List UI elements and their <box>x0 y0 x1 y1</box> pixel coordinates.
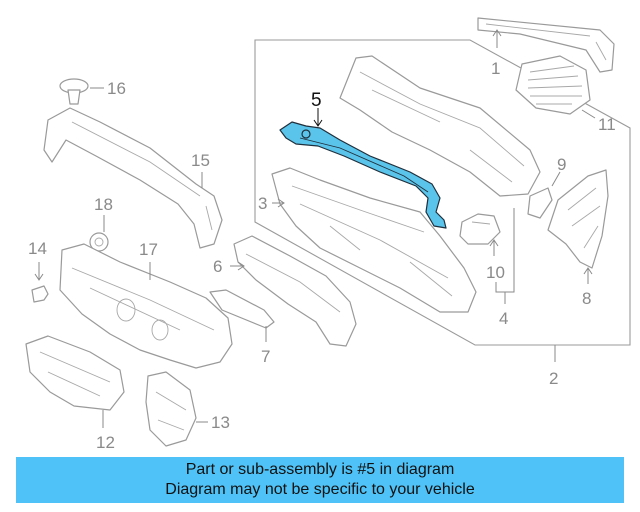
part-8[interactable] <box>547 169 609 269</box>
part-15[interactable] <box>43 107 223 249</box>
callout-12: 12 <box>96 433 115 452</box>
part-1[interactable] <box>477 17 615 73</box>
part-16[interactable] <box>59 78 89 105</box>
info-banner: Part or sub-assembly is #5 in diagram Di… <box>16 457 624 503</box>
callout-4: 4 <box>499 309 508 328</box>
part-14[interactable] <box>31 285 49 303</box>
banner-line-part-number: Part or sub-assembly is #5 in diagram <box>185 461 455 478</box>
part-6[interactable] <box>233 235 357 347</box>
callout-9: 9 <box>557 155 566 174</box>
callout-1: 1 <box>491 59 500 78</box>
callout-2: 2 <box>549 369 558 388</box>
callout-5: 5 <box>311 90 322 111</box>
banner-line-disclaimer: Diagram may not be specific to your vehi… <box>165 481 475 498</box>
part-9[interactable] <box>527 187 553 219</box>
callout-17: 17 <box>139 240 158 259</box>
callout-18: 18 <box>94 195 113 214</box>
callout-8: 8 <box>582 289 591 308</box>
callout-14: 14 <box>28 239 47 258</box>
part-3[interactable] <box>271 167 477 313</box>
callout-15: 15 <box>191 151 210 170</box>
part-13[interactable] <box>145 371 197 447</box>
part-10[interactable] <box>459 213 501 245</box>
callout-10: 10 <box>486 263 505 282</box>
callout-7: 7 <box>261 347 270 366</box>
callout-13: 13 <box>211 413 230 432</box>
exploded-parts-diagram: 1 2 3 4 5 6 7 8 9 10 11 12 13 14 15 16 1… <box>25 17 631 452</box>
callout-11: 11 <box>598 115 616 134</box>
part-2[interactable] <box>339 55 541 197</box>
callout-16: 16 <box>107 79 126 98</box>
callout-6: 6 <box>213 257 222 276</box>
part-12[interactable] <box>25 335 125 411</box>
part-7[interactable] <box>209 289 275 329</box>
part-11[interactable] <box>515 55 591 115</box>
part-5-highlighted[interactable] <box>279 121 447 229</box>
assembly-group-frame <box>254 39 631 346</box>
part-17[interactable] <box>59 243 233 369</box>
callout-3: 3 <box>258 194 267 213</box>
